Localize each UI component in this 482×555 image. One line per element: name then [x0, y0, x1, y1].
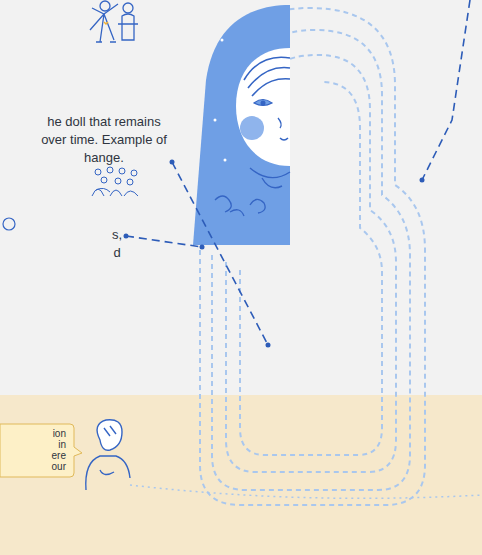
matryoshka-doll-part	[236, 48, 290, 166]
callout-text: s, d	[110, 226, 124, 262]
crowd-group-part	[119, 168, 125, 174]
heart-icon	[104, 22, 108, 24]
leader-dots-part	[124, 234, 129, 239]
hero-figures	[90, 1, 138, 42]
leader-dots-part	[420, 178, 425, 183]
bubble-text: ion in ere our	[46, 428, 66, 472]
leader-lines-part	[422, 0, 470, 180]
hero-figures-part	[123, 3, 133, 13]
callout-text: he doll that remains over time. Example …	[34, 113, 174, 167]
thinking-person-part	[104, 426, 116, 436]
matryoshka-doll-part	[244, 57, 290, 96]
hero-figures-part	[90, 4, 118, 42]
nested-doll-outlines-part	[226, 55, 396, 472]
matryoshka-doll-part	[280, 138, 288, 140]
matryoshka-doll-part	[240, 116, 264, 140]
matryoshka-doll-part	[278, 118, 281, 128]
matryoshka-doll	[193, 5, 290, 245]
nested-doll-outlines-part	[212, 30, 410, 490]
thinking-person	[86, 420, 130, 490]
hero-figures-part	[100, 1, 110, 11]
matryoshka-doll-part	[224, 159, 227, 162]
matryoshka-doll-part	[215, 196, 265, 216]
crowd-group-part	[107, 167, 113, 173]
matryoshka-doll-part	[254, 100, 272, 106]
leader-lines-part	[172, 162, 268, 345]
leader-lines	[126, 0, 470, 345]
crowd-group-part	[131, 170, 137, 176]
crowd-group-part	[95, 169, 101, 175]
matryoshka-doll-part	[221, 39, 224, 42]
small-icon	[3, 218, 15, 230]
leader-dots	[124, 160, 425, 348]
crowd-group-part	[92, 188, 138, 196]
thinking-person-part	[97, 420, 122, 451]
speech-bubble: ion in ere our	[0, 427, 70, 475]
matryoshka-doll-part	[261, 101, 266, 106]
matryoshka-doll-part	[214, 119, 217, 122]
dotted-trail	[130, 485, 482, 498]
crowd-group-part	[101, 177, 107, 183]
speech-bubble-outline	[0, 424, 82, 477]
leader-dots-part	[266, 343, 271, 348]
hero-figures-part	[118, 14, 138, 40]
matryoshka-doll-part	[250, 168, 290, 188]
crowd-group-part	[127, 179, 133, 185]
thinking-person-part	[86, 456, 130, 490]
crowd-group	[92, 167, 138, 196]
leader-lines-part	[126, 236, 202, 247]
matryoshka-doll-part	[193, 5, 290, 245]
crowd-group-part	[115, 178, 121, 184]
leader-dots-part	[200, 245, 205, 250]
speech-bubble-outline-part	[0, 424, 82, 477]
leader-dots-part	[170, 160, 175, 165]
